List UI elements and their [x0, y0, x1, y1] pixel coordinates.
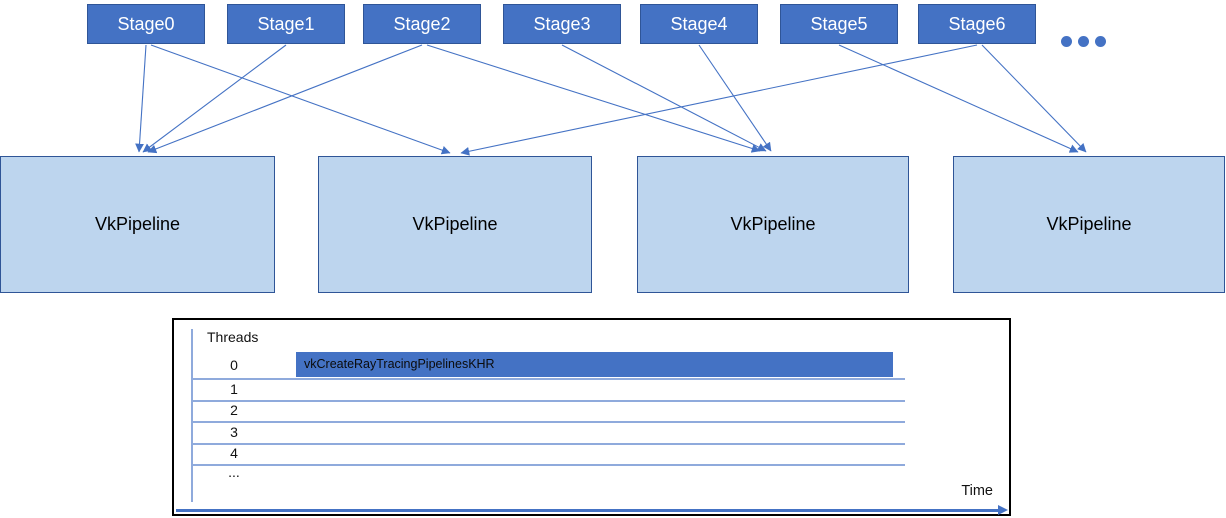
- connector-arrow-stage5-to-pipeline3: [838, 44, 1079, 153]
- stage-box-3: Stage3: [503, 4, 621, 44]
- pipeline-box-2: VkPipeline: [637, 156, 909, 293]
- threads-timeline-chart: Threads 0 1 2 3 4 ... vkCreateRayTracing…: [172, 318, 1011, 516]
- more-stages-ellipsis-icon: [1061, 36, 1106, 47]
- thread-row-line: [191, 443, 905, 445]
- connector-arrow-stage3-to-pipeline2: [561, 44, 767, 152]
- stage-box-6: Stage6: [918, 4, 1036, 44]
- pipeline-box-1: VkPipeline: [318, 156, 592, 293]
- connector-arrow-stage6-to-pipeline3: [981, 44, 1087, 153]
- thread-row-line: [191, 464, 905, 466]
- stage-box-5: Stage5: [780, 4, 898, 44]
- connector-arrow-stage4-to-pipeline2: [698, 44, 772, 152]
- threads-axis-title: Threads: [207, 329, 259, 345]
- connector-arrow-stage2-to-pipeline2: [426, 44, 761, 153]
- threads-y-axis-line: [191, 329, 193, 502]
- stage-box-2: Stage2: [363, 4, 481, 44]
- time-axis-line: [176, 509, 998, 512]
- thread-label-more: ...: [228, 464, 240, 480]
- ellipsis-dot: [1061, 36, 1072, 47]
- stage-box-1: Stage1: [227, 4, 345, 44]
- connector-arrow-stage2-to-pipeline0: [147, 44, 423, 154]
- thread-label-2: 2: [230, 402, 238, 418]
- ellipsis-dot: [1078, 36, 1089, 47]
- connector-arrow-stage6-to-pipeline1: [460, 44, 978, 156]
- thread-label-3: 3: [230, 424, 238, 440]
- thread-row-line: [191, 421, 905, 423]
- ellipsis-dot: [1095, 36, 1106, 47]
- time-axis-label: Time: [961, 483, 993, 499]
- timeline-bar-vkCreateRayTracingPipelinesKHR: vkCreateRayTracingPipelinesKHR: [296, 352, 893, 377]
- connector-arrow-stage1-to-pipeline0: [142, 44, 287, 153]
- stage-box-4: Stage4: [640, 4, 758, 44]
- thread-row-line: [191, 400, 905, 402]
- time-axis-arrowhead-icon: [998, 505, 1008, 515]
- connector-arrow-stage0-to-pipeline0: [135, 44, 147, 153]
- thread-row-line: [191, 378, 905, 380]
- connector-arrow-stage0-to-pipeline1: [150, 44, 451, 155]
- stage-box-0: Stage0: [87, 4, 205, 44]
- pipeline-box-3: VkPipeline: [953, 156, 1225, 293]
- thread-label-0: 0: [230, 357, 238, 373]
- thread-label-1: 1: [230, 381, 238, 397]
- pipeline-box-0: VkPipeline: [0, 156, 275, 293]
- thread-label-4: 4: [230, 445, 238, 461]
